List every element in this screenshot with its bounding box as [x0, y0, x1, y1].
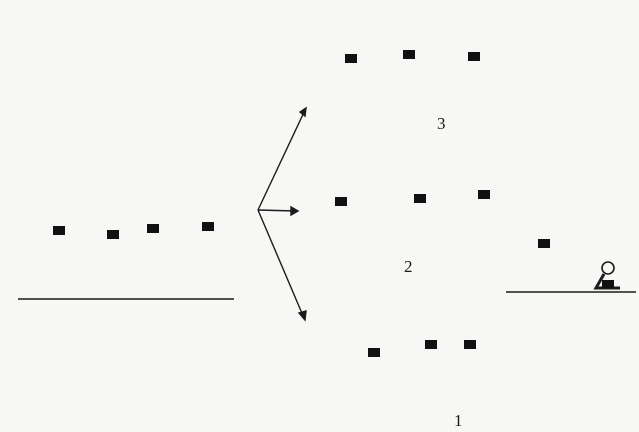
variant-label-2: 2 — [404, 257, 413, 277]
jumper-figure — [456, 8, 508, 74]
jumper-figure — [363, 300, 399, 384]
jumper-figure — [398, 2, 434, 86]
runner-figure — [36, 188, 76, 266]
jump-sequence-1 — [363, 296, 504, 384]
jumper-figure — [413, 296, 465, 362]
jumper-figure — [340, 6, 376, 90]
variant-label-1: 1 — [454, 411, 463, 431]
jump-sequence-2 — [330, 146, 518, 233]
jumper-figure — [452, 296, 504, 362]
jumper-figure — [330, 149, 366, 233]
branch-arrows — [258, 108, 306, 320]
landing-figures — [533, 191, 620, 288]
jumper-figure — [466, 146, 518, 212]
jump-sequence-3 — [340, 2, 508, 90]
runner-figure — [185, 184, 225, 262]
landing-figure — [533, 191, 569, 275]
jumper-figure — [402, 150, 454, 216]
variant-label-3: 3 — [437, 114, 446, 134]
runner-figure — [90, 192, 130, 270]
approach-run-sequence — [36, 184, 225, 270]
runner-figure — [130, 186, 170, 264]
